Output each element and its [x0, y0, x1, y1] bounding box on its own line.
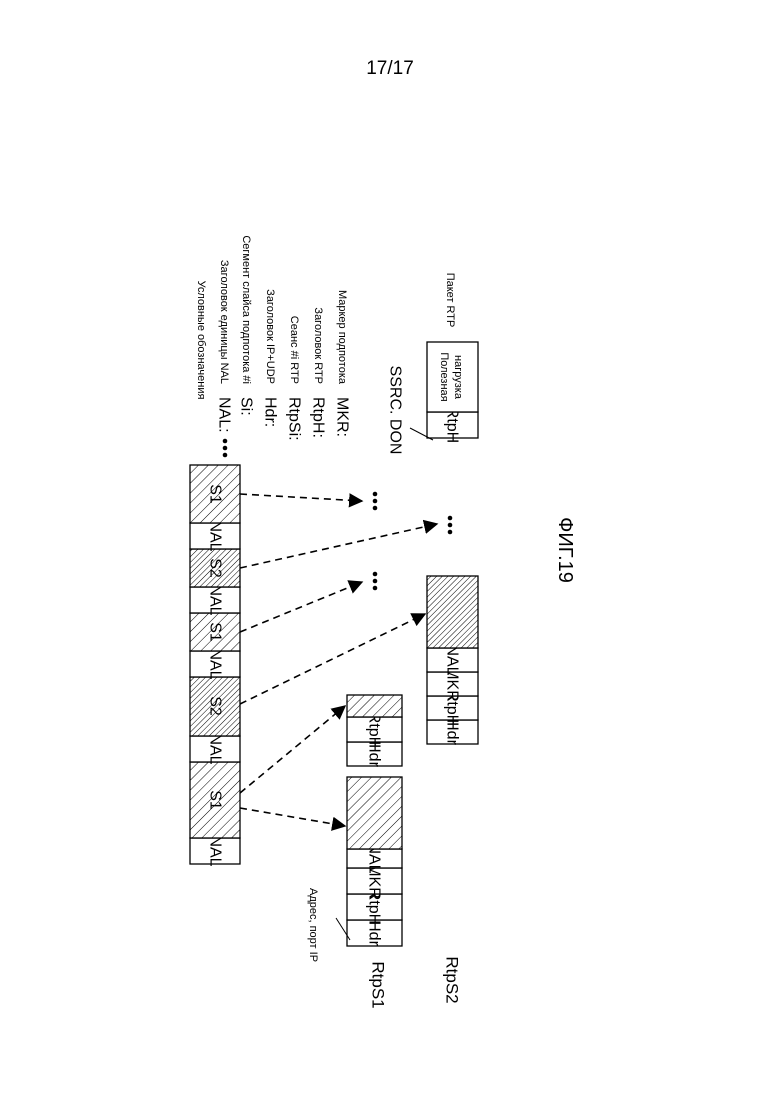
legend-desc-mkr: Маркер подпотока: [336, 290, 348, 385]
bitstream: NAL S1 NAL S2 NAL S1 NAL S2 NAL S1: [190, 439, 240, 867]
bitstream-cell-label: NAL: [207, 520, 224, 551]
arrow-s1-to-rtps1: [240, 808, 345, 826]
arrow-s1-to-rtps1-b: [240, 706, 345, 793]
legend-desc-nal: Заголовок единицы NAL: [218, 260, 230, 384]
arrow-s2-to-rtps2: [240, 614, 425, 704]
legend-desc-rtpsi: Сеанс #i RTP: [288, 316, 300, 384]
bitstream-cell-label: NAL: [207, 584, 224, 615]
legend: Условные обозначения NAL: Заголовок един…: [195, 235, 351, 440]
mapping-arrows: [240, 494, 437, 826]
legend-abbr-hdr: Hdr:: [262, 397, 279, 427]
bitstream-cell-label: S1: [207, 622, 224, 642]
ssrc-don-label: SSRC. DON: [387, 366, 404, 455]
figure-caption: ФИГ.19: [554, 517, 576, 583]
legend-desc-rtph: Заголовок RTP: [312, 307, 324, 384]
legend-desc-hdr: Заголовок IP+UDP: [264, 289, 276, 384]
legend-abbr-si: Si:: [238, 397, 255, 416]
rtp-example-label: Пакет RTP: [444, 273, 456, 328]
arrow-s1-3-continued: [240, 494, 362, 501]
legend-desc-si: Сегмент слайса подпотока #i: [240, 235, 252, 384]
rtps2-label: RtpS2: [443, 956, 462, 1003]
rtp-example-payload-line1: Полезная: [438, 352, 450, 401]
dots-rtps1-upper: [373, 492, 378, 511]
legend-abbr-rtph: RtpH:: [310, 397, 327, 438]
bitstream-cell-label: S2: [207, 696, 224, 716]
packet-field-label: NAL: [444, 644, 461, 675]
rtps1-b-payload: [347, 695, 402, 717]
bitstream-cell-label: S1: [207, 484, 224, 504]
bitstream-cell-label: NAL: [207, 835, 224, 866]
rtp-example-payload-line2: нагрузка: [452, 355, 464, 400]
dots-rtps2-upper: [448, 516, 453, 535]
bitstream-cell-label: S2: [207, 558, 224, 578]
address-annotation: Адрес, порт IP: [307, 888, 319, 962]
rtps1-a-payload: [347, 777, 402, 849]
bitstream-cell-label: NAL: [207, 733, 224, 764]
legend-abbr-mkr: MKR:: [334, 397, 351, 437]
legend-abbr-nal: NAL:: [216, 397, 233, 433]
arrow-s1-2-continued: [240, 582, 362, 632]
rtps1-label: RtpS1: [369, 961, 388, 1008]
bitstream-continuation-dots: [223, 439, 228, 458]
bitstream-cell-label: NAL: [207, 648, 224, 679]
rtp-packet-example: RtpH Полезная нагрузка Пакет RTP SSRC. D…: [387, 273, 479, 455]
rtps1-packet-b: Hdr RtpH: [347, 695, 402, 768]
legend-abbr-rtpsi: RtpSi:: [286, 397, 303, 441]
rtps2-a-payload: [427, 576, 478, 648]
bitstream-cell-label: S1: [207, 790, 224, 810]
arrow-s2-2-continued: [240, 524, 437, 568]
rtps1-packet-a: Hdr RtpH MKR NAL: [347, 777, 402, 947]
dots-rtps1-middle: [373, 572, 378, 591]
legend-title: Условные обозначения: [195, 281, 207, 400]
rtps2-packet-a: Hdr RtpH MKR NAL: [427, 576, 478, 746]
